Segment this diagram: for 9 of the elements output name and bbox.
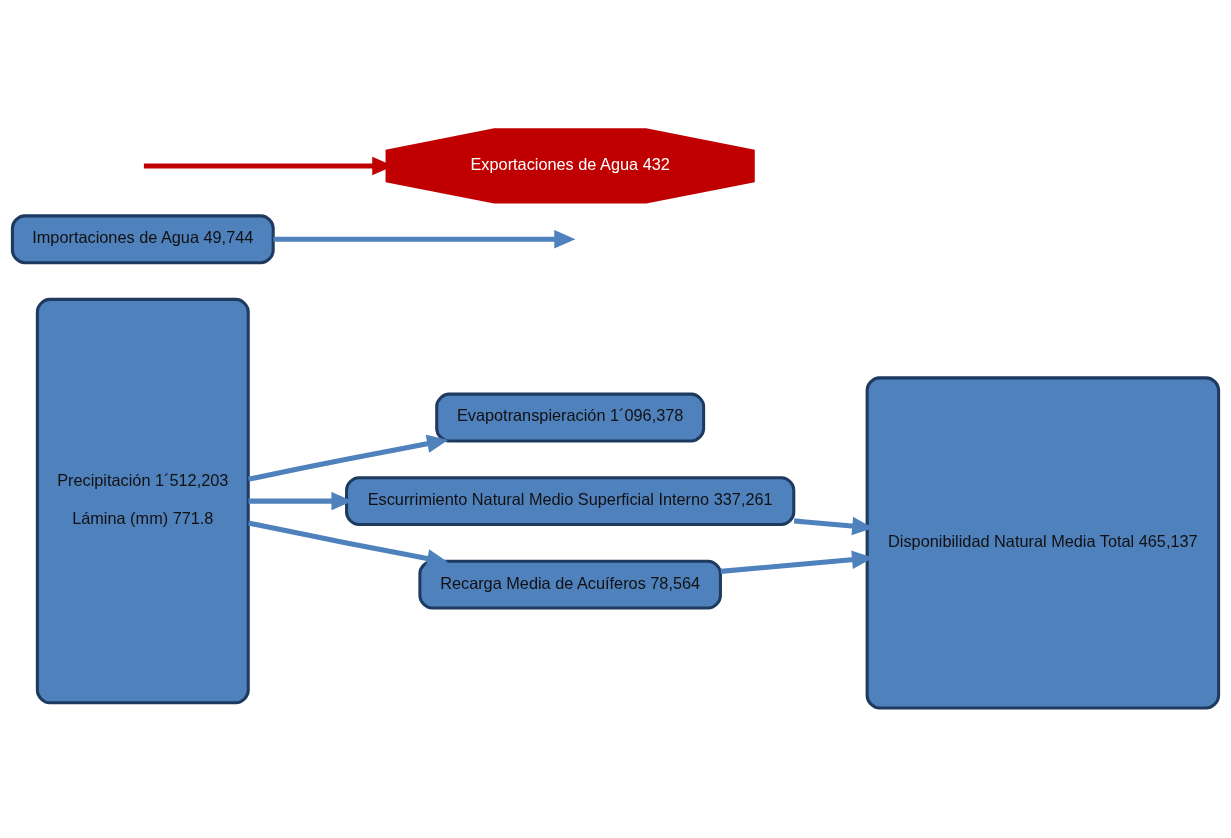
node-box: Importaciones de Agua 49,744 bbox=[10, 214, 275, 265]
node-box: Disponibilidad Natural Media Total 465,137 bbox=[865, 376, 1221, 710]
arrow bbox=[247, 520, 449, 568]
node-box: Recarga Media de Acuíferos 78,564 bbox=[418, 559, 722, 610]
arrow bbox=[247, 434, 449, 482]
node-box: Escurrimiento Natural Medio Superficial Interno 337,261 bbox=[345, 476, 796, 527]
arrow bbox=[273, 230, 576, 249]
node-box: Evapotranspieración 1´096,378 bbox=[435, 392, 706, 443]
node-box: Precipitación 1´512,203 Lámina (mm) 771.8 bbox=[35, 297, 250, 705]
